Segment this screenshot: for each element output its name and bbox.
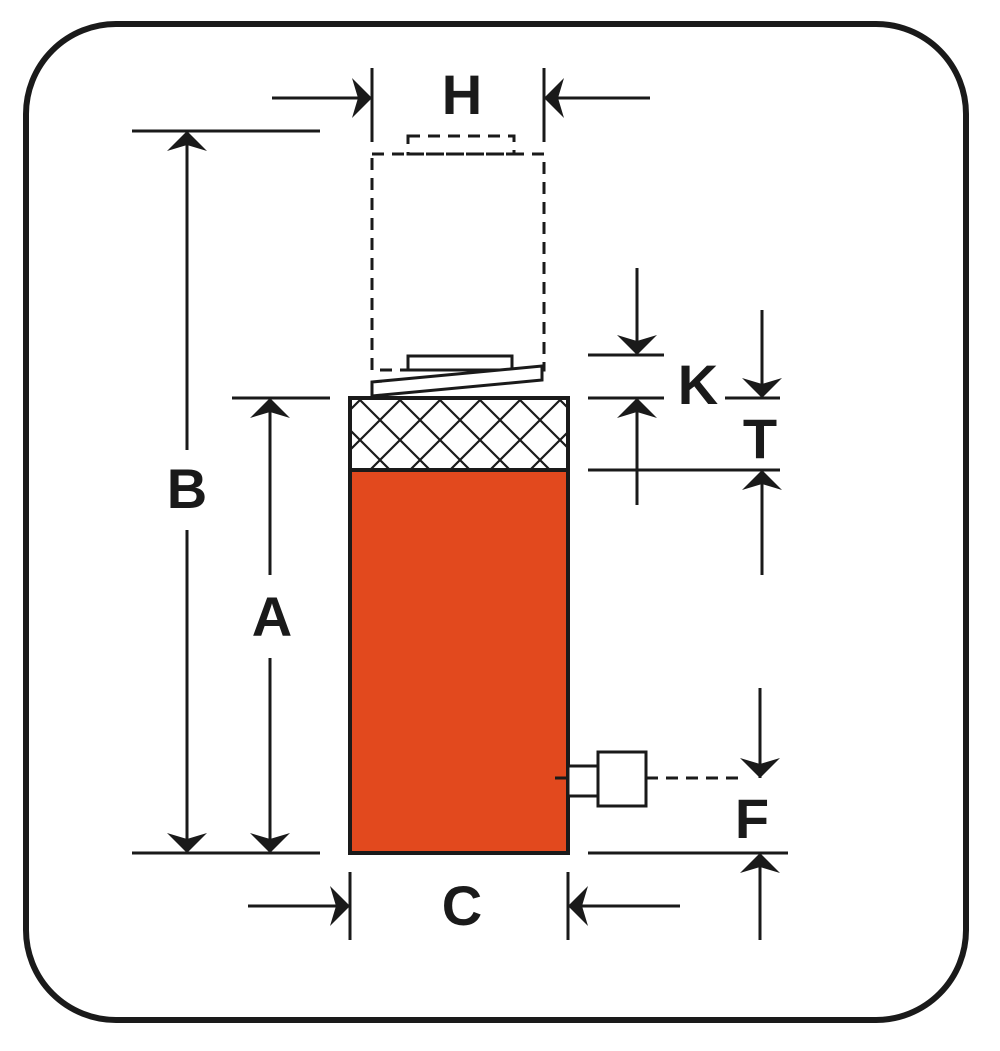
label-a: A: [252, 585, 292, 648]
cylinder-body: [348, 468, 570, 855]
saddle-cap: [370, 354, 544, 398]
cylinder-collar: [348, 396, 570, 472]
dimension-b: [132, 129, 320, 855]
extended-plunger-outline: [370, 134, 546, 372]
dimension-c: [248, 872, 680, 940]
dimension-k: [588, 268, 664, 505]
label-f: F: [735, 787, 769, 850]
label-k: K: [678, 353, 718, 416]
dimension-t: [588, 310, 782, 575]
label-b: B: [167, 457, 207, 520]
hydraulic-coupler: [555, 750, 740, 808]
label-c: C: [442, 874, 482, 937]
dimension-f: [588, 688, 788, 940]
label-h: H: [442, 63, 482, 126]
dimension-h: [272, 68, 650, 142]
label-t: T: [743, 407, 777, 470]
dimension-a: [232, 396, 330, 853]
